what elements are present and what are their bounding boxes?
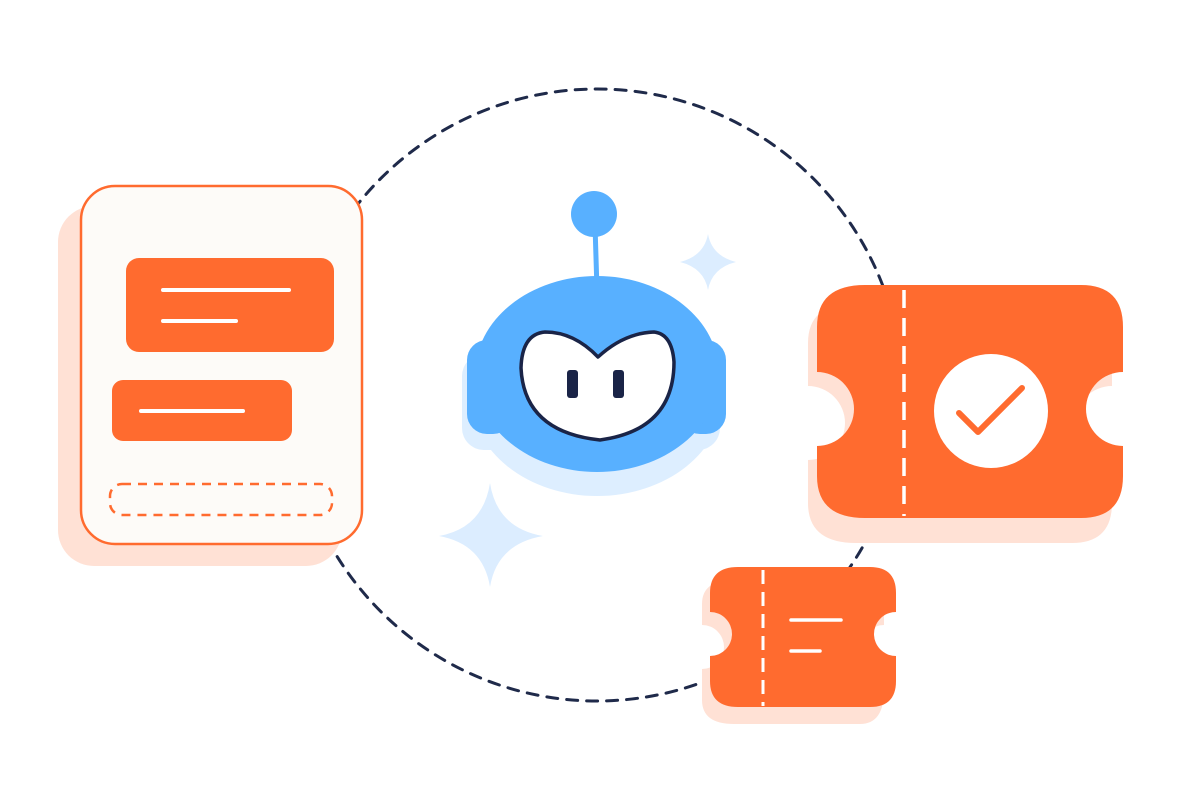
form-card-body xyxy=(79,184,364,546)
ticket-check-icon xyxy=(808,285,1123,543)
robot-eye-left xyxy=(567,370,578,398)
robot-eye-right xyxy=(613,370,624,398)
robot-antenna-ball xyxy=(571,191,617,237)
checkmark-icon xyxy=(956,385,1025,435)
ticket-icon xyxy=(702,567,896,724)
sparkle-icon-large xyxy=(439,483,543,587)
form-card-icon xyxy=(58,184,364,566)
robot-face-plate xyxy=(519,330,676,442)
ticket-check-circle xyxy=(934,354,1048,468)
robot-icon xyxy=(462,191,726,496)
ticket-small-body xyxy=(710,567,896,707)
form-block-large xyxy=(126,258,334,352)
form-placeholder-dashed xyxy=(108,482,334,517)
sparkle-icon xyxy=(680,234,736,290)
